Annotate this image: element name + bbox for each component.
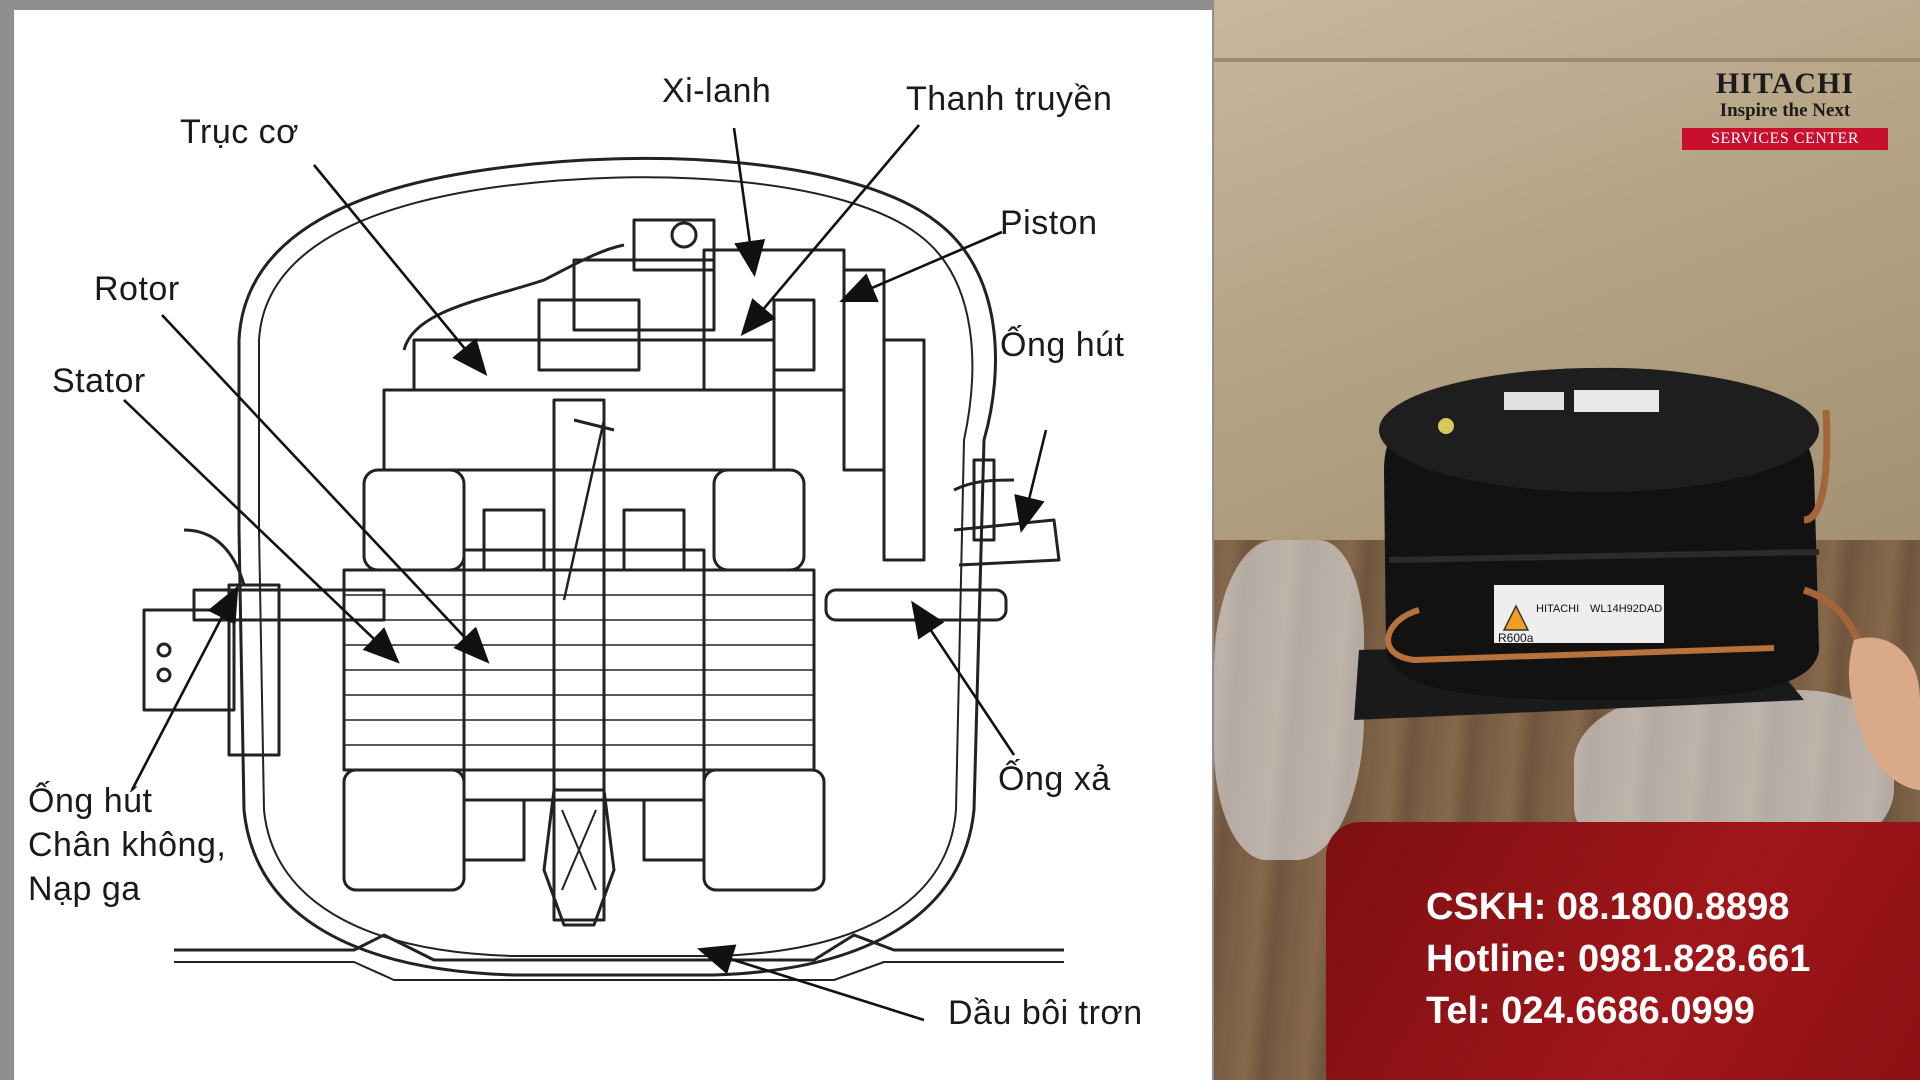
arrow-piston: [839, 230, 1003, 303]
piston: [772, 298, 816, 372]
compressor-label-brand: HITACHI: [1536, 603, 1579, 615]
outer-shell: [237, 156, 998, 977]
arrow-stator: [123, 399, 400, 664]
diagram-paper: Xi-lanh Thanh truyền Trục cơ Piston Roto…: [14, 10, 1212, 1080]
arrow-ong-xa: [911, 600, 1016, 756]
rotor-block: [462, 548, 706, 802]
compressor-label-model: WL14H92DAD: [1590, 603, 1662, 615]
crankshaft: [552, 398, 606, 922]
contact-hotline[interactable]: Hotline: 0981.828.661: [1426, 938, 1811, 980]
label-piston: Piston: [1000, 204, 1098, 242]
label-xi-lanh: Xi-lanh: [662, 72, 772, 110]
compressor-cross-section: [123, 124, 1064, 1022]
label-chan-khong: Chân không,: [28, 826, 227, 864]
label-thanh-truyen: Thanh truyền: [906, 80, 1113, 118]
label-rotor: Rotor: [94, 270, 180, 308]
suction-tube-top: [402, 243, 625, 351]
label-nap-ga: Nạp ga: [28, 870, 141, 908]
contact-cskh[interactable]: CSKH: 08.1800.8898: [1426, 886, 1790, 928]
compressor-photo: HITACHI WL14H92DAD R600a: [1354, 367, 1920, 790]
label-stator: Stator: [52, 362, 146, 400]
inner-shell: [258, 176, 974, 957]
compressor-label: [1494, 585, 1664, 643]
diagram-panel: Xi-lanh Thanh truyền Trục cơ Piston Roto…: [0, 0, 1214, 1080]
logo-service-center: SERVICES CENTER: [1682, 128, 1888, 150]
label-ong-xa: Ống xả: [998, 760, 1111, 798]
arrow-truc-co: [312, 164, 488, 377]
arrow-ong-hut: [1014, 429, 1048, 534]
base-foot: [174, 933, 1064, 962]
logo-tagline: Inspire the Next: [1719, 100, 1851, 121]
arrow-thanh-truyen: [740, 124, 920, 336]
label-ong-hut-2: Ống hút: [28, 782, 153, 820]
label-dau-boi-tron: Dầu bôi trơn: [948, 994, 1143, 1032]
hitachi-logo: HITACHI Inspire the Next SERVICES CENTER: [1680, 68, 1890, 150]
terminal-box: [142, 608, 236, 712]
arrow-ong-hut-chan-khong: [130, 585, 239, 791]
label-ong-hut: Ống hút: [1000, 326, 1125, 364]
contact-tel[interactable]: Tel: 024.6686.0999: [1426, 990, 1755, 1032]
logo-brand: HITACHI: [1715, 67, 1855, 100]
arrow-dau-boi-tron: [697, 944, 925, 1022]
label-truc-co: Trục cơ: [180, 113, 299, 151]
arrow-xi-lanh: [732, 127, 766, 278]
compressor-label-gas: R600a: [1498, 631, 1534, 645]
plastic-wrap-left: [1214, 540, 1364, 860]
arrow-rotor: [161, 314, 490, 664]
suction-tube-right: [953, 518, 1061, 567]
contact-panel: CSKH: 08.1800.8898 Hotline: 0981.828.661…: [1326, 822, 1920, 1080]
